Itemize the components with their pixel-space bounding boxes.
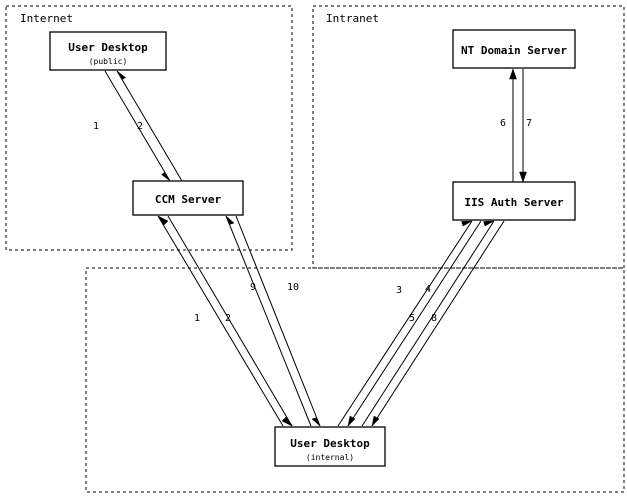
- arrow-head-7: [519, 171, 527, 183]
- node-box-nt-domain-server[interactable]: [452, 29, 576, 69]
- node-label-user-desktop-public: User Desktop: [68, 41, 148, 54]
- flow-label-7: 7: [526, 118, 532, 129]
- node-nt-domain-server[interactable]: NT Domain Server: [452, 29, 576, 69]
- flow-line-8: [371, 220, 505, 427]
- flow-label-5: 5: [409, 313, 415, 324]
- node-ccm-server[interactable]: CCM Server: [132, 180, 244, 216]
- flow-label-8: 8: [431, 313, 437, 324]
- arrow-head-9: [225, 215, 235, 225]
- node-label-iis-auth-server: IIS Auth Server: [464, 196, 564, 209]
- arrow-head-2-internal: [281, 416, 293, 427]
- flow-line-9: [225, 215, 312, 427]
- node-user-desktop-public[interactable]: User Desktop (public): [49, 31, 167, 71]
- node-sublabel-user-desktop-public: (public): [89, 57, 128, 66]
- flow-iis-nt: 6 7: [500, 68, 532, 183]
- flow-internal-iis-34: 3 4: [337, 220, 482, 427]
- flow-line-5: [361, 220, 495, 427]
- zone-intranet-label: Intranet: [326, 12, 379, 25]
- zone-intranet-group: Intranet: [312, 5, 625, 269]
- node-box-iis-auth-server[interactable]: [452, 181, 576, 221]
- node-user-desktop-internal[interactable]: User Desktop (internal): [274, 426, 386, 467]
- flow-label-6: 6: [500, 118, 506, 129]
- zone-internal-boundary: [85, 267, 625, 493]
- zone-internet-label: Internet: [20, 12, 73, 25]
- arrow-head-3: [461, 220, 473, 227]
- arrow-head-8: [371, 415, 380, 427]
- arrow-head-1-public: [161, 172, 171, 182]
- flow-label-9: 9: [250, 282, 256, 293]
- flow-label-10: 10: [287, 282, 299, 293]
- flow-label-3: 3: [396, 285, 402, 296]
- node-box-user-desktop-internal[interactable]: [274, 426, 386, 467]
- node-box-user-desktop-public[interactable]: [49, 31, 167, 71]
- zone-internet-boundary: [5, 5, 293, 251]
- node-label-ccm-server: CCM Server: [155, 193, 222, 206]
- flow-internal-ccm-910: 9 10: [225, 215, 321, 427]
- node-iis-auth-server[interactable]: IIS Auth Server: [452, 181, 576, 221]
- flow-label-1-public: 1: [93, 121, 99, 132]
- flow-line-3: [337, 220, 473, 427]
- zone-internal-group: [85, 267, 625, 493]
- flow-line-1-public: [104, 70, 171, 182]
- flow-internal-iis-58: 5 8: [361, 220, 505, 427]
- flow-public-ccm: 1 2: [93, 70, 183, 182]
- flow-line-2-public: [116, 70, 183, 182]
- node-label-nt-domain-server: NT Domain Server: [461, 44, 567, 57]
- arrow-head-4: [347, 415, 356, 427]
- flow-label-2-internal: 2: [225, 313, 231, 324]
- flow-line-4: [347, 220, 482, 427]
- flow-label-2-public: 2: [137, 121, 143, 132]
- zone-intranet-boundary: [312, 5, 625, 269]
- arrow-head-1-internal: [157, 215, 169, 226]
- node-box-ccm-server[interactable]: [132, 180, 244, 216]
- flow-label-4: 4: [425, 284, 431, 295]
- flow-line-2-internal: [167, 215, 293, 427]
- arrow-head-2-public: [116, 70, 126, 80]
- flow-line-1-internal: [157, 215, 284, 427]
- zone-internet-group: Internet: [5, 5, 293, 251]
- arrow-head-5: [483, 220, 495, 227]
- flow-line-10: [235, 215, 321, 427]
- arrow-head-6: [509, 68, 517, 80]
- arrow-head-10: [311, 417, 321, 427]
- node-sublabel-user-desktop-internal: (internal): [306, 453, 354, 462]
- flow-label-1-internal: 1: [194, 313, 200, 324]
- flow-internal-ccm-12: 1 2: [157, 215, 293, 427]
- node-label-user-desktop-internal: User Desktop: [290, 437, 370, 450]
